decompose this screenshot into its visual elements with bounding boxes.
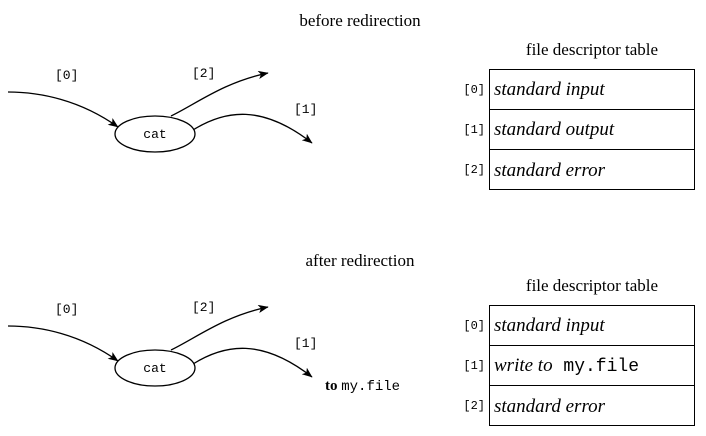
redirect-target-file: my.file bbox=[341, 379, 401, 395]
fd-index-1-after: [1] bbox=[463, 359, 485, 373]
process-ellipse-after bbox=[114, 349, 196, 387]
arrow-stdout-before bbox=[192, 113, 313, 144]
panel-title-before: before redirection bbox=[299, 11, 421, 30]
arrow-label-stdout-after: [1] bbox=[294, 336, 318, 351]
fd-index-2-after: [2] bbox=[463, 399, 485, 413]
redirect-target-label: to my.file bbox=[325, 378, 400, 395]
arrow-stdin-before bbox=[7, 91, 119, 128]
arrow-label-stdin-before: [0] bbox=[55, 68, 79, 83]
fd-index-0-after: [0] bbox=[463, 319, 485, 333]
fd-table-after: standard input write to my.file standard… bbox=[489, 305, 695, 426]
arrow-label-stderr-after: [2] bbox=[192, 300, 216, 315]
arrow-label-stdout-before: [1] bbox=[294, 102, 318, 117]
fd-value-0-before: standard input bbox=[494, 79, 605, 100]
arrow-label-stdin-after: [0] bbox=[55, 302, 79, 317]
fd-value-1-after-text: write to bbox=[494, 354, 553, 376]
fd-table-caption-before: file descriptor table bbox=[525, 40, 659, 59]
panel-title-after: after redirection bbox=[305, 251, 415, 270]
arrow-stdout-after bbox=[192, 347, 313, 378]
fd-table-caption-after: file descriptor table bbox=[525, 276, 659, 295]
arrow-stdin-after bbox=[7, 325, 119, 362]
table-row: standard error bbox=[490, 150, 694, 190]
fd-value-2-before: standard error bbox=[494, 159, 606, 181]
table-row: standard output bbox=[490, 110, 694, 150]
fd-value-1-before: standard output bbox=[494, 119, 615, 140]
fd-table-before: standard input standard output standard … bbox=[489, 69, 695, 190]
fd-index-1-before: [1] bbox=[463, 123, 485, 137]
fd-value-1-after-file: my.file bbox=[552, 356, 640, 377]
table-row: standard error bbox=[490, 386, 694, 426]
fd-index-0-before: [0] bbox=[463, 83, 485, 97]
arrow-stderr-before bbox=[170, 70, 269, 117]
process-ellipse-before bbox=[114, 115, 196, 153]
arrow-stderr-after bbox=[170, 304, 269, 351]
arrow-label-stderr-before: [2] bbox=[192, 66, 216, 81]
fd-value-1-after: write to my.file bbox=[494, 356, 639, 376]
fd-value-0-after: standard input bbox=[494, 315, 605, 336]
table-row: write to my.file bbox=[490, 346, 694, 386]
table-row: standard input bbox=[490, 306, 694, 346]
table-row: standard input bbox=[490, 70, 694, 110]
process-label-after: cat bbox=[143, 361, 167, 376]
fd-index-2-before: [2] bbox=[463, 163, 485, 177]
redirect-target-prefix: to bbox=[325, 378, 338, 394]
fd-value-2-after: standard error bbox=[494, 395, 606, 417]
process-label-before: cat bbox=[143, 127, 167, 142]
